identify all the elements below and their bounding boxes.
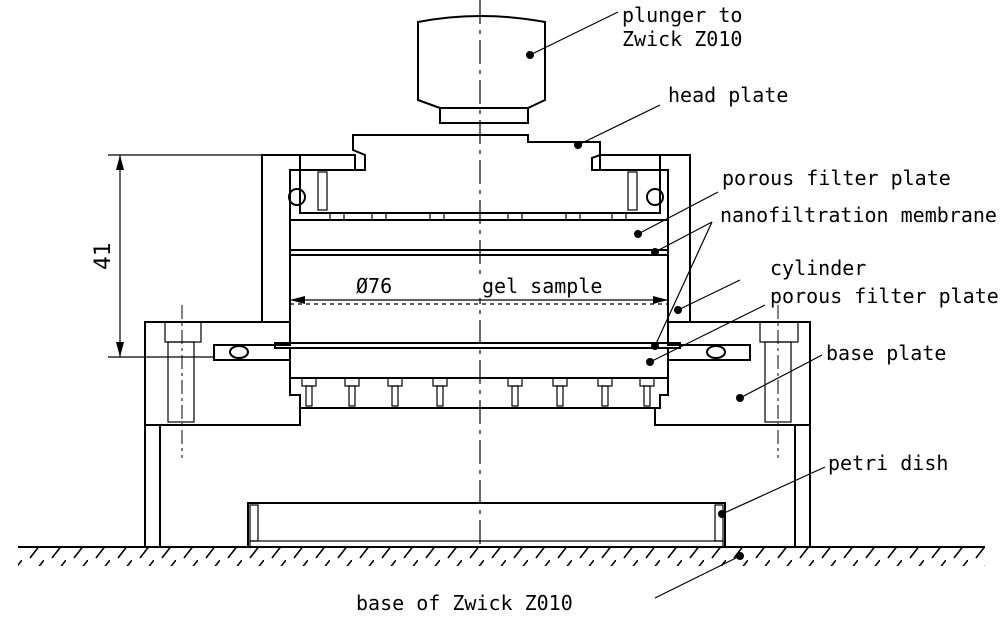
support-legs (144, 424, 811, 548)
height-dimension: 41 (91, 154, 262, 358)
gel-sample (289, 254, 669, 344)
bottom-porous-filter (289, 347, 669, 379)
cylinder (261, 154, 691, 323)
o-rings (229, 188, 726, 359)
head-bolts (317, 171, 638, 211)
gel-sample-label: gel sample (482, 274, 602, 298)
base-plate (144, 305, 811, 458)
label-cylinder: cylinder (770, 256, 866, 280)
label-base-plate: base plate (826, 341, 946, 365)
label-nanofiltration-membrane: nanofiltration membrane (720, 203, 997, 227)
leader-lines (526, 11, 826, 599)
label-head-plate: head plate (668, 83, 788, 107)
diameter-dimension: Ø76 gel sample (290, 274, 668, 304)
label-porous-filter-bottom: porous filter plate (770, 284, 999, 308)
top-grooves (315, 212, 640, 221)
diameter-label: Ø76 (356, 274, 392, 298)
height-dimension-label: 41 (91, 242, 116, 270)
label-base-of-zwick: base of Zwick Z010 (356, 591, 573, 615)
ground-base (18, 546, 985, 566)
bottom-bolts (301, 377, 655, 407)
label-porous-filter-top: porous filter plate (722, 166, 951, 190)
label-petri-dish: petri dish (828, 451, 948, 475)
label-plunger-line1: plunger to (622, 3, 742, 27)
top-porous-filter (289, 219, 669, 251)
petri-dish (247, 502, 726, 548)
label-plunger-line2: Zwick Z010 (622, 27, 742, 51)
plunger (417, 15, 546, 124)
